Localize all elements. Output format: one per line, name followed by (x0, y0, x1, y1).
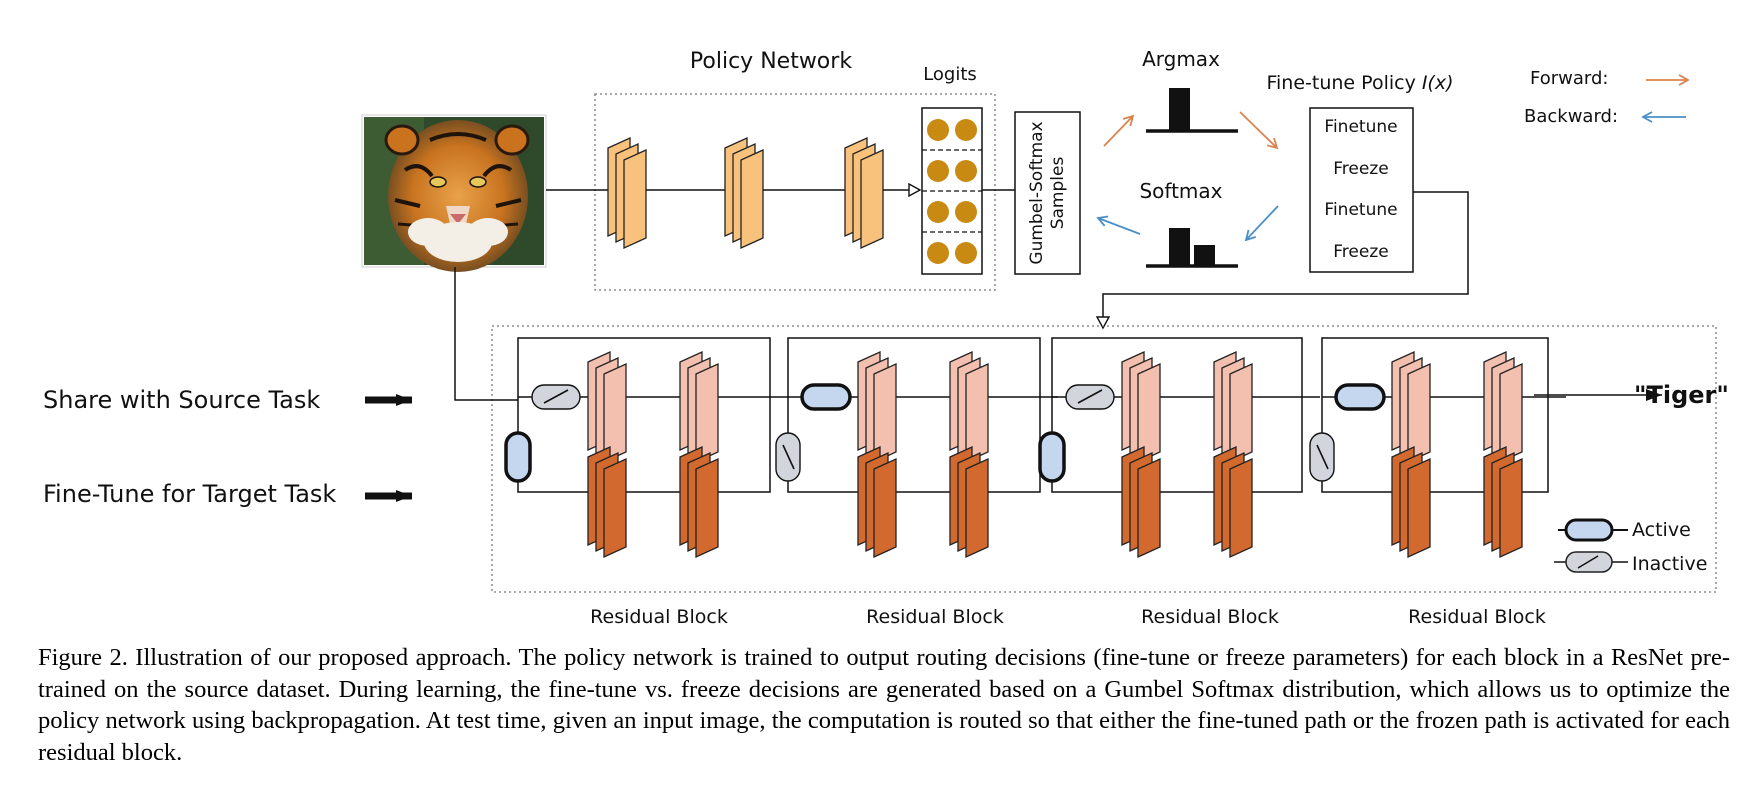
input-image (361, 114, 547, 272)
residual-block (775, 337, 1058, 559)
figure-caption: Figure 2. Illustration of our proposed a… (38, 644, 1730, 766)
inactive-legend (1554, 551, 1628, 573)
finetune-policy-title-text: Fine-tune Policy (1266, 72, 1415, 94)
resnet-box (491, 325, 1717, 593)
policy-network-box (594, 93, 996, 291)
residual-block (504, 337, 788, 559)
logit-dot (955, 160, 977, 182)
logit-dot (927, 201, 949, 223)
policy-decision: Finetune (1324, 117, 1397, 137)
inactive-switch (1065, 384, 1115, 410)
finetune-conv-layer (1391, 445, 1431, 559)
argmax-histogram (1146, 88, 1238, 133)
frozen-conv-layer (1483, 350, 1523, 464)
share-source-label: Share with Source Task (43, 386, 320, 414)
finetune-conv-layer (679, 445, 719, 559)
gumbel-label-line2: Samples (1048, 157, 1068, 230)
softmax-histogram (1146, 228, 1238, 268)
residual-block (1038, 337, 1320, 559)
finetune-conv-layer (1213, 445, 1253, 559)
logit-dot (955, 201, 977, 223)
gumbel-softmax-box (1014, 111, 1081, 275)
active-legend (1558, 518, 1628, 542)
logits-label: Logits (923, 64, 977, 85)
logit-dot (927, 119, 949, 141)
frozen-conv-layer (1213, 350, 1253, 464)
inactive-label: Inactive (1632, 553, 1707, 575)
logit-dot (927, 242, 949, 264)
residual-blocks (504, 337, 1566, 559)
logit-dot (927, 160, 949, 182)
backward-arrow (1096, 215, 1141, 235)
finetune-policy-title: Fine-tune Policy I(x) (1266, 72, 1453, 94)
frozen-conv-layer (679, 350, 719, 464)
image-to-resnet-line (454, 267, 518, 401)
finetune-conv-layer (587, 445, 627, 559)
policy-conv-layer (844, 136, 884, 250)
logit-dot (955, 242, 977, 264)
softmax-label: Softmax (1139, 179, 1222, 203)
forward-legend-label-text: Forward: (1530, 68, 1608, 89)
policy-conv-layer (724, 136, 764, 250)
finetune-conv-layer (1483, 445, 1523, 559)
forward-arrow (1103, 114, 1135, 147)
finetune-conv-layer (949, 445, 989, 559)
policy-decision: Finetune (1324, 200, 1397, 220)
active-switch (1334, 383, 1386, 411)
active-switch (504, 431, 532, 483)
policy-network-title: Policy Network (690, 49, 852, 74)
finetune-target-label: Fine-Tune for Target Task (43, 480, 336, 508)
policy-decision: Freeze (1333, 159, 1388, 179)
active-switch (800, 383, 852, 411)
policy-conv-layer (607, 136, 647, 250)
residual-block-label: Residual Block (1408, 606, 1546, 628)
logits-box (921, 107, 983, 275)
finetune-policy-symbol: I(x) (1422, 72, 1454, 94)
residual-block-label: Residual Block (866, 606, 1004, 628)
residual-block (1309, 337, 1566, 559)
residual-block-label: Residual Block (590, 606, 728, 628)
finetune-policy-box (1309, 107, 1414, 273)
frozen-conv-layer (1391, 350, 1431, 464)
backward-arrow (1244, 205, 1279, 242)
frozen-conv-layer (587, 350, 627, 464)
frozen-conv-layer (857, 350, 897, 464)
approach-figure: Policy Network Logits Gumbel (43, 47, 1729, 628)
frozen-conv-layer (1121, 350, 1161, 464)
residual-block-label: Residual Block (1141, 606, 1279, 628)
inactive-switch (775, 432, 801, 482)
policy-route-line (1103, 191, 1469, 328)
frozen-conv-layer (949, 350, 989, 464)
active-switch (1038, 431, 1066, 483)
active-label: Active (1632, 519, 1691, 541)
argmax-label: Argmax (1142, 47, 1220, 71)
inactive-switch (531, 384, 581, 410)
forward-arrow (1239, 111, 1279, 150)
output-label: "Tiger" (1634, 381, 1729, 409)
finetune-conv-layer (1121, 445, 1161, 559)
inactive-switch (1309, 432, 1335, 482)
backward-legend-label: Backward: (1524, 106, 1618, 127)
policy-decision: Freeze (1333, 242, 1388, 262)
logit-dot (955, 119, 977, 141)
gumbel-label-line1: Gumbel-Softmax (1027, 121, 1047, 264)
finetune-conv-layer (857, 445, 897, 559)
